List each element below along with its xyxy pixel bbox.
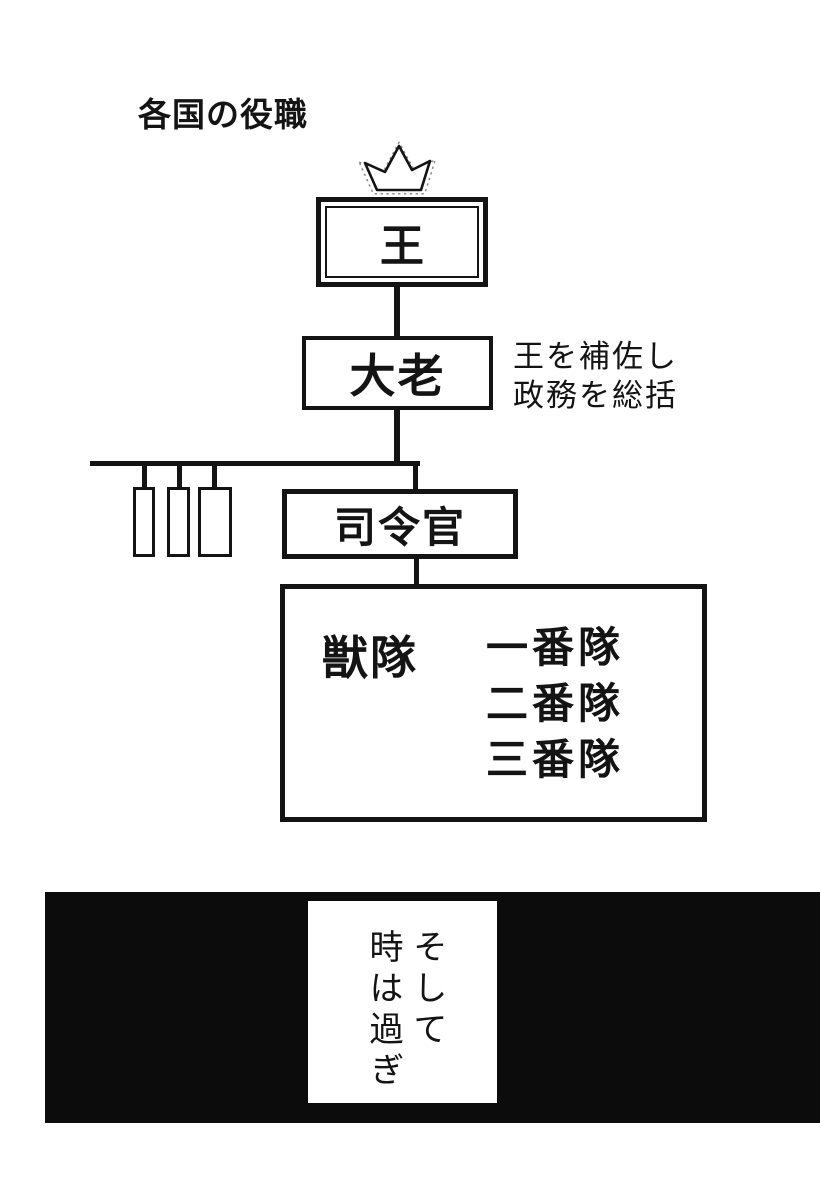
branch-stub-1 bbox=[142, 463, 147, 489]
page-title: 各国の役職 bbox=[138, 96, 308, 133]
commander-box: 司令官 bbox=[282, 489, 518, 559]
empty-branch-box-2 bbox=[167, 487, 190, 557]
narration-text: そして 時は過ぎ bbox=[364, 929, 446, 1093]
beast-corps-box bbox=[280, 584, 707, 822]
king-box: 王 bbox=[316, 197, 488, 287]
elder-box: 大老 bbox=[302, 336, 493, 410]
commander-label: 司令官 bbox=[333, 503, 466, 551]
squad-list: 一番隊 二番隊 三番隊 bbox=[486, 620, 624, 788]
elder-note-line2: 政務を総括 bbox=[513, 378, 678, 413]
branch-line bbox=[90, 461, 420, 466]
elder-label: 大老 bbox=[349, 350, 446, 402]
crown-icon bbox=[358, 141, 440, 197]
branch-stub-3 bbox=[212, 463, 217, 489]
connector-commander-corps bbox=[414, 559, 419, 584]
empty-branch-box-1 bbox=[133, 487, 155, 557]
squad-item-1: 一番隊 bbox=[486, 624, 625, 671]
elder-note: 王を補佐し 政務を総括 bbox=[513, 337, 678, 415]
connector-king-elder bbox=[394, 287, 400, 336]
branch-stub-2 bbox=[177, 463, 182, 489]
connector-elder-branch bbox=[394, 410, 400, 464]
narration-bubble: そして 時は過ぎ bbox=[308, 901, 497, 1103]
king-label: 王 bbox=[325, 206, 479, 278]
elder-note-line1: 王を補佐し bbox=[513, 339, 678, 374]
empty-branch-box-3 bbox=[198, 487, 232, 557]
beast-corps-label: 獣隊 bbox=[322, 632, 418, 684]
squad-item-3: 三番隊 bbox=[486, 736, 625, 783]
squad-item-2: 二番隊 bbox=[486, 680, 625, 727]
branch-stub-commander bbox=[413, 463, 418, 491]
